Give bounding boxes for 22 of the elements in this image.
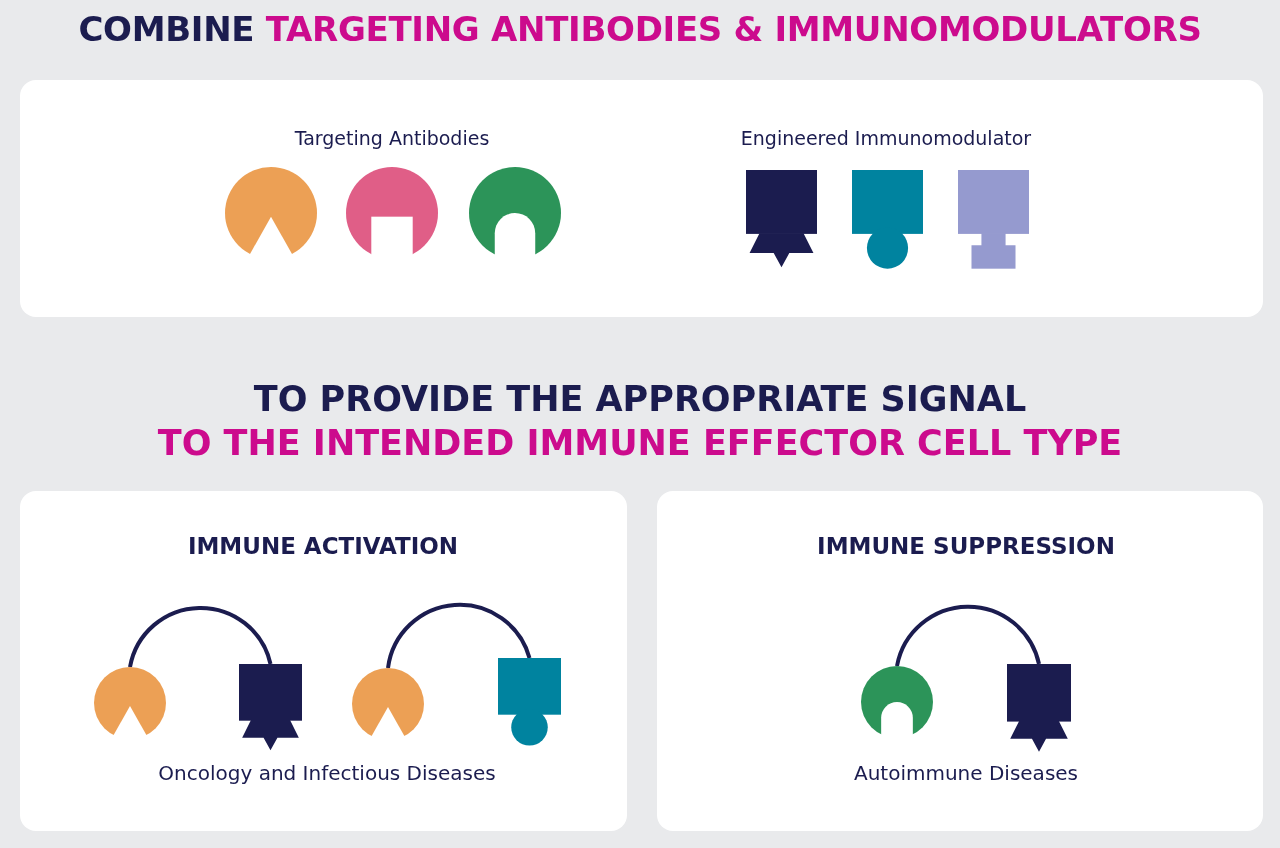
group-heading: Targeting Antibodies xyxy=(294,126,490,150)
immunomodulator-symbol xyxy=(852,170,923,269)
connector-arc xyxy=(128,605,273,668)
immunomodulator-symbol xyxy=(958,170,1029,269)
panel xyxy=(20,491,627,831)
immunomodulator-symbol xyxy=(746,170,817,268)
panel-heading: IMMUNE SUPPRESSION xyxy=(817,532,1115,561)
subheading: TO THE INTENDED IMMUNE EFFECTOR CELL TYPE xyxy=(157,422,1123,464)
panel-heading: IMMUNE ACTIVATION xyxy=(187,532,459,561)
panel xyxy=(657,491,1263,831)
immunomodulator-symbol xyxy=(239,664,302,751)
subheading: TO PROVIDE THE APPROPRIATE SIGNAL xyxy=(253,378,1027,420)
connector-arc xyxy=(386,602,532,669)
immunomodulator-symbol xyxy=(498,658,561,746)
title: COMBINE TARGETING ANTIBODIES & IMMUNOMODULATORS xyxy=(78,8,1202,50)
antibody-symbol xyxy=(861,666,933,738)
immunomodulator-symbol xyxy=(1007,664,1071,752)
panel-caption: Oncology and Infectious Diseases xyxy=(158,760,496,787)
group-heading: Engineered Immunomodulator xyxy=(740,126,1032,150)
connector-arc xyxy=(895,604,1041,667)
panel xyxy=(20,80,1263,317)
panel-caption: Autoimmune Diseases xyxy=(853,760,1079,787)
